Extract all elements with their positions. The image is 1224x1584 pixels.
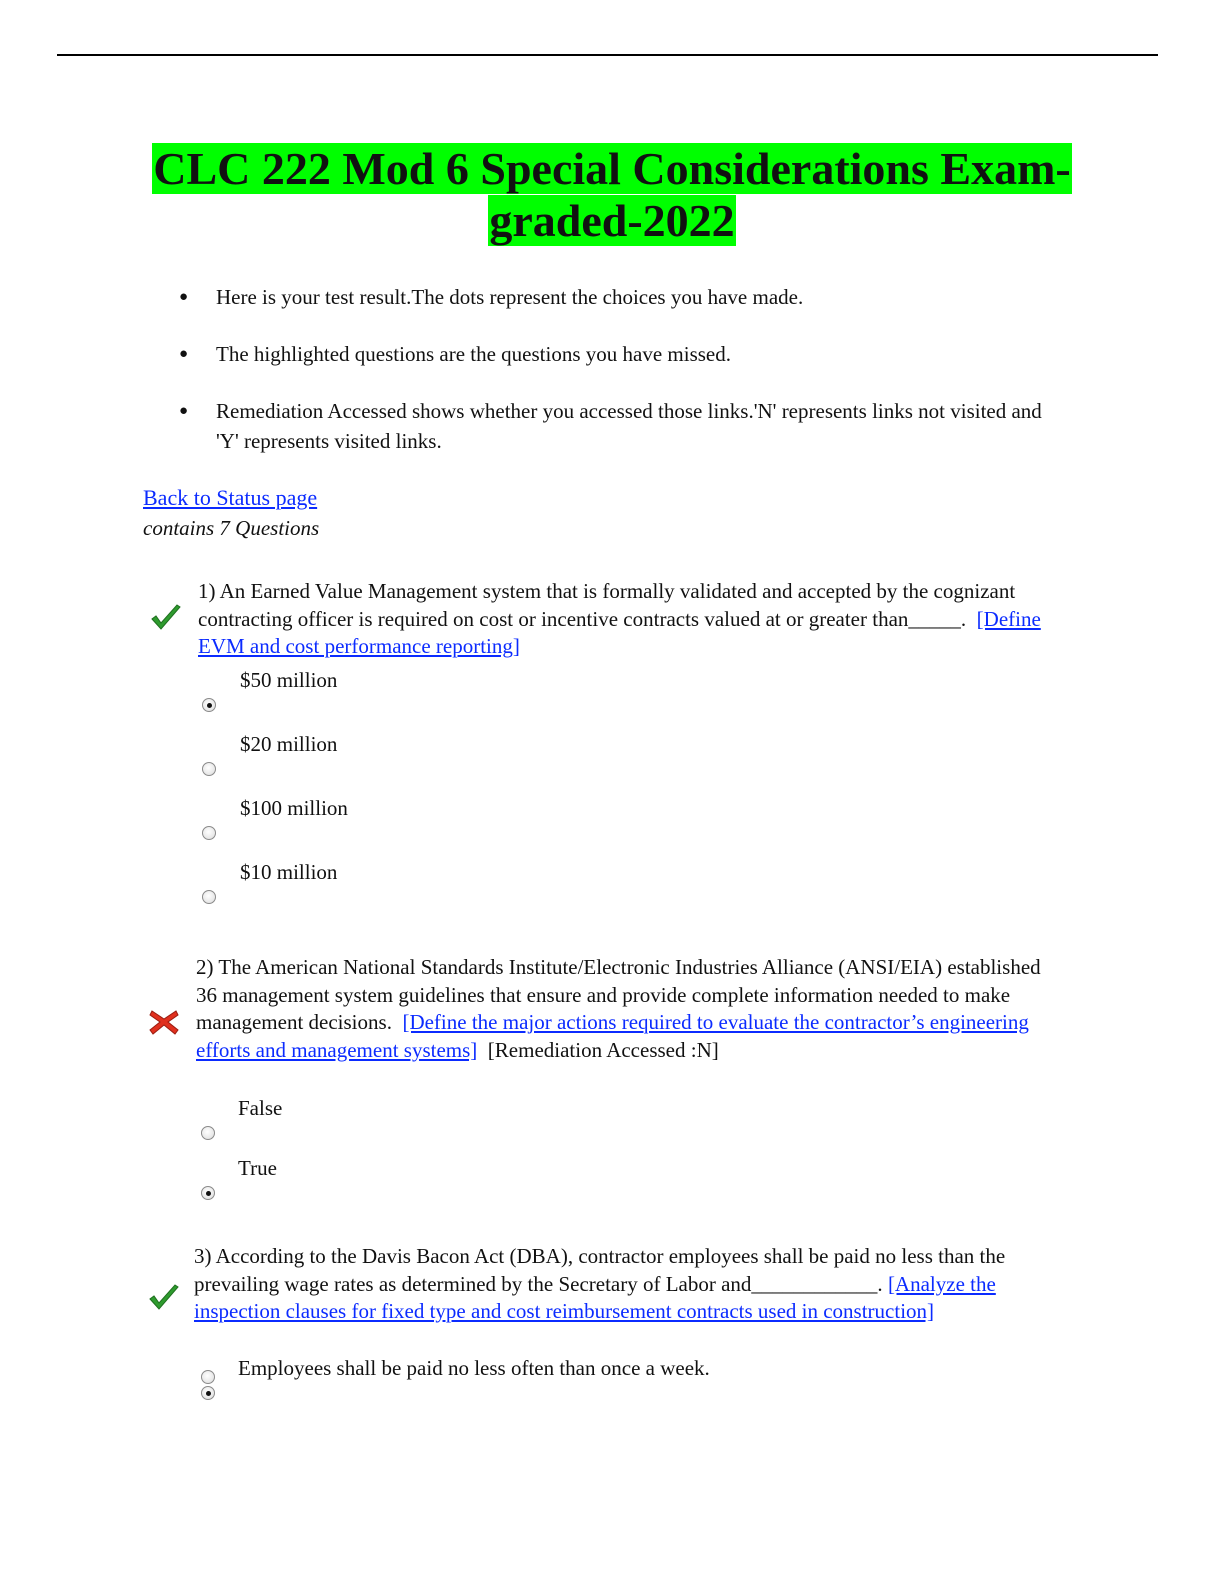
question-count: contains 7 Questions [143,516,320,540]
top-rule [57,54,1158,56]
question-1: 1) An Earned Value Management system tha… [198,578,1058,661]
remediation-link[interactable]: [Define EVM and cost performance reporti… [198,606,1041,659]
question-2: 2) The American National Standards Insti… [196,954,1056,1064]
remediation-link[interactable]: [Analyze the inspection clauses for fixe… [194,1271,996,1324]
option-label: True [238,1156,277,1180]
checkmark-icon [151,604,181,630]
option-label: Employees shall be paid no less often th… [238,1356,710,1380]
checkmark-icon [149,1284,179,1310]
instruction-item: ●Here is your test result.The dots repre… [175,282,1065,312]
bullet-icon: ● [179,346,189,362]
remediation-link[interactable]: [Define the major actions required to ev… [196,1010,1029,1062]
option-label: $10 million [240,860,338,884]
radio-button[interactable] [201,1386,215,1400]
bullet-icon: ● [179,289,189,305]
instruction-item: ●Remediation Accessed shows whether you … [175,396,1065,456]
title-line-1: CLC 222 Mod 6 Special Considerations Exa… [152,143,1072,194]
back-to-status-link[interactable]: Back to Status page [143,485,318,510]
radio-button[interactable] [201,1370,215,1384]
bullet-icon: ● [179,403,189,419]
radio-button[interactable] [202,890,216,904]
radio-button[interactable] [202,698,216,712]
radio-button[interactable] [202,826,216,840]
question-3: 3) According to the Davis Bacon Act (DBA… [194,1243,1064,1326]
question-text: 1) An Earned Value Management system tha… [198,579,1016,631]
question-text: 2) The American National Standards Insti… [196,955,1041,1034]
x-mark-icon [149,1010,179,1035]
option-label: $20 million [240,732,338,756]
page-title: CLC 222 Mod 6 Special Considerations Exa… [140,143,1084,247]
option-label: $100 million [240,796,348,820]
remediation-status: [Remediation Accessed :N] [487,1037,719,1062]
option-label: False [238,1096,283,1120]
radio-button[interactable] [202,762,216,776]
instruction-item: ●The highlighted questions are the quest… [175,339,1065,369]
title-line-2: graded-2022 [488,195,736,246]
instruction-list: ●Here is your test result.The dots repre… [175,282,1065,483]
radio-button[interactable] [201,1186,215,1200]
radio-button[interactable] [201,1126,215,1140]
option-label: $50 million [240,668,338,692]
question-text: 3) According to the Davis Bacon Act (DBA… [194,1244,1006,1296]
